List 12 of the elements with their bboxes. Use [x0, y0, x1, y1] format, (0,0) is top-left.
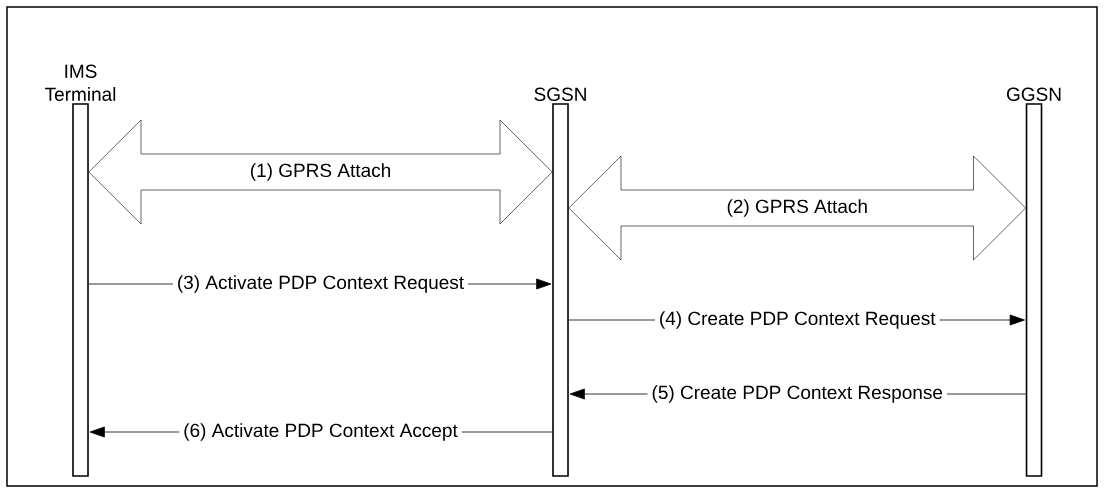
lifeline: GGSN [1007, 87, 1061, 477]
edge-label: (6) Activate PDP Context Accept [179, 419, 462, 445]
edge-label: (5) Create PDP Context Response [647, 381, 947, 407]
lifeline: IMS Terminal [45, 64, 116, 477]
node-label: GGSN [1007, 87, 1061, 101]
edge-label: (2) GPRS Attach [722, 195, 872, 221]
edge-label: (3) Activate PDP Context Request [172, 271, 469, 297]
edge-label: (4) Create PDP Context Request [654, 307, 940, 333]
node-label: IMS Terminal [45, 64, 116, 101]
node-label: SGSN [534, 87, 586, 101]
lifeline: SGSN [534, 87, 586, 477]
edge-label: (1) GPRS Attach [245, 159, 396, 185]
